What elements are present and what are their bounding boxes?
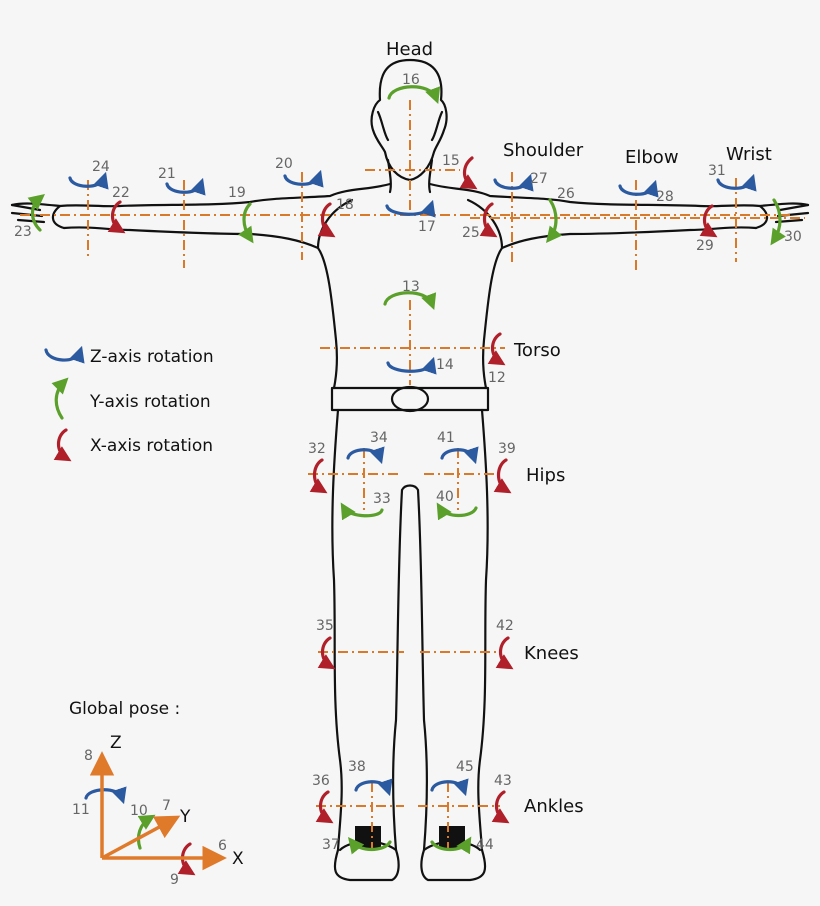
label-shoulder: Shoulder: [503, 140, 584, 161]
joint-number: 7: [162, 798, 171, 814]
global-pose-title: Global pose :: [69, 699, 180, 719]
joint-number: 13: [402, 279, 420, 295]
joint-number: 12: [488, 370, 506, 386]
y-rotation-arrows: [27, 85, 786, 855]
joint-number: 36: [312, 773, 330, 789]
joint-number: 26: [557, 186, 575, 202]
legend-z-label: Z-axis rotation: [90, 347, 214, 367]
head-outline: [370, 58, 448, 182]
joint-number: 22: [112, 185, 130, 201]
label-ankles: Ankles: [524, 796, 584, 817]
joint-number: 34: [370, 430, 388, 446]
joint-number: 41: [437, 430, 455, 446]
joint-numbers: 16 15 17 13 14 12 24 22 23 21 19 20 18 2…: [14, 72, 802, 853]
joint-number: 15: [442, 153, 460, 169]
joint-number: 10: [130, 803, 148, 819]
joint-number: 33: [373, 491, 391, 507]
joint-number: 6: [218, 838, 227, 854]
joint-number: 35: [316, 618, 334, 634]
joint-number: 18: [336, 197, 354, 213]
label-knees: Knees: [524, 643, 579, 664]
joint-number: 44: [476, 837, 494, 853]
z-rotation-icon: [44, 345, 85, 364]
joint-number: 45: [456, 759, 474, 775]
joint-number: 16: [402, 72, 420, 88]
belt-outline: [330, 386, 490, 412]
y-rotation-icon: [51, 377, 69, 420]
joint-number: 28: [656, 189, 674, 205]
joint-number: 17: [418, 219, 436, 235]
axis-x-letter: X: [232, 849, 244, 869]
joint-number: 43: [494, 773, 512, 789]
label-wrist: Wrist: [726, 144, 772, 165]
joint-number: 14: [436, 357, 454, 373]
joint-number: 37: [322, 837, 340, 853]
joint-number: 30: [784, 229, 802, 245]
joint-number: 38: [348, 759, 366, 775]
joint-number: 20: [275, 156, 293, 172]
joint-number: 27: [530, 171, 548, 187]
joint-number: 39: [498, 441, 516, 457]
legend-x-label: X-axis rotation: [90, 436, 213, 456]
legs-outline: [331, 408, 489, 882]
label-hips: Hips: [526, 465, 565, 486]
joint-number: 23: [14, 224, 32, 240]
joint-number: 42: [496, 618, 514, 634]
region-labels: Head Shoulder Elbow Wrist Torso Hips Kne…: [386, 39, 772, 817]
x-rotation-icon: [53, 428, 72, 462]
joint-number: 31: [708, 163, 726, 179]
global-pose: Global pose : Z Y X 8 11 10 7 6 9: [69, 699, 244, 888]
label-torso: Torso: [513, 340, 561, 361]
legend-y-label: Y-axis rotation: [89, 392, 211, 412]
x-rotation-arrows: [107, 156, 718, 876]
arms-lower-outline: [62, 226, 758, 390]
joint-number: 25: [462, 225, 480, 241]
joint-number: 29: [696, 238, 714, 254]
joint-number: 19: [228, 185, 246, 201]
joint-number: 8: [84, 748, 93, 764]
legend: Z-axis rotation Y-axis rotation X-axis r…: [44, 345, 214, 462]
axis-z-letter: Z: [110, 733, 122, 753]
joint-number: 21: [158, 166, 176, 182]
joint-number: 40: [436, 489, 454, 505]
joint-number: 24: [92, 159, 110, 175]
joint-number: 32: [308, 441, 326, 457]
label-elbow: Elbow: [625, 147, 679, 168]
y-axis-arrow: [101, 815, 181, 860]
label-head: Head: [386, 39, 433, 60]
axis-y-letter: Y: [179, 807, 191, 827]
joint-axis-lines: [20, 100, 805, 850]
joint-number: 9: [170, 872, 179, 888]
joint-number: 11: [72, 802, 90, 818]
